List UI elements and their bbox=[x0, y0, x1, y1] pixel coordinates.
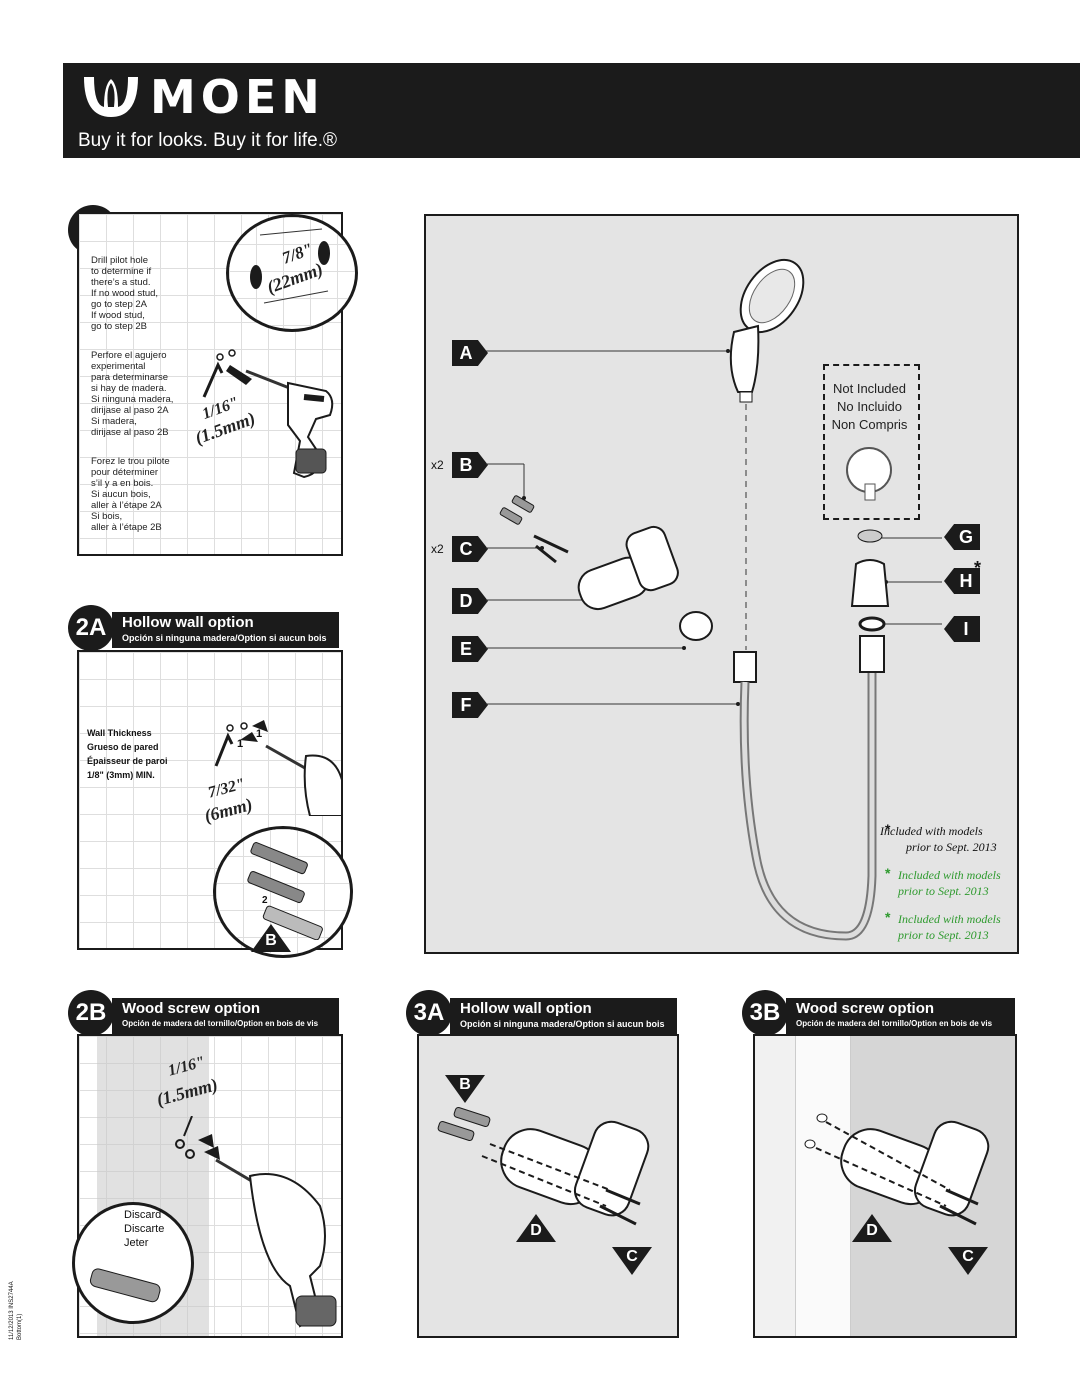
discard-line: Discarte bbox=[124, 1223, 165, 1235]
discard-label: Discard Discarte Jeter bbox=[124, 1208, 164, 1250]
wall-thickness-line: Épaisseur de paroi bbox=[87, 756, 168, 766]
wall-thickness-line: 1/8" (3mm) MIN. bbox=[87, 770, 155, 780]
moen-logo-icon bbox=[84, 77, 138, 117]
step-1-instructions-es: Perfore el agujero experimental para det… bbox=[91, 350, 201, 438]
step-3a-number: 3A bbox=[406, 990, 452, 1036]
instruction-line: para determinarse bbox=[91, 372, 169, 383]
footnote-line2: prior to Sept. 2013 bbox=[906, 840, 997, 854]
step-2a-title: Hollow wall option bbox=[122, 614, 254, 631]
footnote-asterisk: * bbox=[885, 821, 891, 837]
instruction-line: dirijase al paso 2A bbox=[91, 405, 169, 416]
holder-mount-wood-icon bbox=[804, 1113, 990, 1226]
step-2a-number: 2A bbox=[68, 605, 114, 651]
brand-name: MOEN bbox=[150, 70, 325, 124]
step-mark: 1 bbox=[237, 738, 244, 750]
holder-mount-icon bbox=[437, 1106, 650, 1226]
part-qty-b: x2 bbox=[431, 458, 444, 472]
step-1-instructions-fr: Forez le trou pilote pour déterminer s’i… bbox=[91, 456, 201, 533]
wall-supply-elbow-icon bbox=[846, 447, 892, 501]
footnote-line1: Included with models bbox=[880, 824, 983, 838]
not-included-label: Not Included No Incluido Non Compris bbox=[823, 380, 916, 434]
instruction-line: aller à l’étape 2B bbox=[91, 522, 162, 533]
footnote: Included with models prior to Sept. 2013 bbox=[898, 867, 1008, 899]
instruction-line: Si aucun bois, bbox=[91, 489, 151, 500]
instruction-line: dirijase al paso 2B bbox=[91, 427, 169, 438]
instruction-line: go to step 2B bbox=[91, 321, 147, 332]
step-mark: 2 bbox=[262, 895, 268, 906]
discard-detail-circle bbox=[72, 1202, 194, 1324]
instruction-line: si hay de madera. bbox=[91, 383, 167, 394]
footnote-line1: Included with models bbox=[898, 868, 1001, 882]
discard-anchor-icon bbox=[89, 1268, 161, 1303]
footnote-line2: prior to Sept. 2013 bbox=[898, 884, 989, 898]
instruction-line: experimental bbox=[91, 361, 146, 372]
step-2b-subtitle: Opción de madera del tornillo/Option en … bbox=[122, 1019, 319, 1028]
brand-header bbox=[63, 63, 1080, 158]
step-3b-number: 3B bbox=[742, 990, 788, 1036]
footnote-line1: Included with models bbox=[898, 912, 1001, 926]
wall-thickness-line: Grueso de pared bbox=[87, 742, 159, 752]
footnote: Included with models prior to Sept. 2013 bbox=[880, 823, 1005, 855]
instruction-line: to determine if bbox=[91, 266, 152, 277]
step-3a-header: Hollow wall option Opción si ninguna mad… bbox=[450, 998, 677, 1034]
instruction-line: go to step 2A bbox=[91, 299, 147, 310]
stud-detail-circle bbox=[226, 214, 358, 332]
wall-thickness-note: Wall Thickness Grueso de pared Épaisseur… bbox=[87, 726, 168, 782]
instruction-line: If wood stud, bbox=[91, 310, 145, 321]
part-h-asterisk: * bbox=[974, 558, 982, 578]
instruction-line: s’il y a en bois. bbox=[91, 478, 154, 489]
step-2a-header: Hollow wall option Opción si ninguna mad… bbox=[112, 612, 339, 648]
document-code-line: Bottom(1) bbox=[17, 1313, 23, 1340]
instruction-line: aller à l’étape 2A bbox=[91, 500, 162, 511]
step-mark: 1 bbox=[256, 728, 263, 740]
brand-tagline: Buy it for looks. Buy it for life.® bbox=[78, 130, 337, 151]
footnote-line2: prior to Sept. 2013 bbox=[898, 928, 989, 942]
parts-illustration bbox=[486, 258, 942, 941]
anchor-detail-circle bbox=[213, 826, 353, 958]
wall-anchor-icon bbox=[247, 842, 323, 940]
document-code-line: 11/12/2013 INS2744A bbox=[9, 1281, 15, 1340]
step-3a-subtitle: Opción si ninguna madera/Option si aucun… bbox=[460, 1019, 665, 1029]
instruction-line: If no wood stud, bbox=[91, 288, 159, 299]
discard-line: Jeter bbox=[124, 1237, 149, 1249]
not-included-line: Non Compris bbox=[831, 417, 908, 432]
step-3b-subtitle: Opción de madera del tornillo/Option en … bbox=[796, 1019, 993, 1028]
step-3b-title: Wood screw option bbox=[796, 1000, 935, 1017]
not-included-line: Not Included bbox=[833, 381, 906, 396]
instruction-line: Si ninguna madera, bbox=[91, 394, 174, 405]
not-included-box bbox=[823, 364, 920, 520]
step-3a-title: Hollow wall option bbox=[460, 1000, 592, 1017]
step-2b-number: 2B bbox=[68, 990, 114, 1036]
instruction-line: Si madera, bbox=[91, 416, 137, 427]
instruction-line: Perfore el agujero bbox=[91, 350, 167, 361]
instruction-line: Drill pilot hole bbox=[91, 255, 149, 266]
part-qty-c: x2 bbox=[431, 542, 444, 556]
wood-drill-icon bbox=[175, 1116, 337, 1328]
instruction-line: pour déterminer bbox=[91, 467, 159, 478]
parts-panel bbox=[424, 214, 1019, 954]
step-2b-title: Wood screw option bbox=[122, 1000, 261, 1017]
instruction-line: Si bois, bbox=[91, 511, 123, 522]
footnote-asterisk: * bbox=[885, 865, 891, 881]
step-1-instructions-en: Drill pilot hole to determine if there’s… bbox=[91, 255, 201, 332]
discard-line: Discard bbox=[124, 1209, 162, 1221]
step-3b-header: Wood screw option Opción de madera del t… bbox=[786, 998, 1015, 1034]
document-code: 11/12/2013 INS2744A Bottom(1) bbox=[8, 1280, 24, 1340]
instruction-line: there’s a stud. bbox=[91, 277, 151, 288]
stud-holes-icon bbox=[250, 228, 330, 304]
wall-thickness-line: Wall Thickness bbox=[87, 728, 152, 738]
drill-icon bbox=[202, 349, 334, 479]
not-included-line: No Incluido bbox=[836, 399, 903, 414]
footnote-asterisk: * bbox=[885, 909, 891, 925]
instruction-line: Forez le trou pilote bbox=[91, 456, 170, 467]
step-2a-subtitle: Opción si ninguna madera/Option si aucun… bbox=[122, 633, 327, 643]
step-2b-header: Wood screw option Opción de madera del t… bbox=[112, 998, 339, 1034]
drill-bit-icon bbox=[214, 720, 343, 816]
footnote: Included with models prior to Sept. 2013 bbox=[898, 911, 1008, 943]
